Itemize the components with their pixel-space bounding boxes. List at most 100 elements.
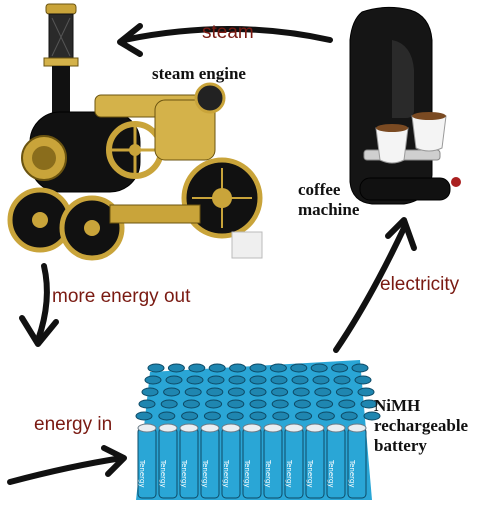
coffee-machine-illustration bbox=[349, 6, 461, 205]
battery-cap bbox=[271, 399, 289, 409]
battery-brand-text: Tenergy bbox=[138, 459, 146, 487]
battery-cap bbox=[229, 363, 247, 373]
battery-cap bbox=[335, 387, 353, 397]
battery-cap bbox=[312, 375, 330, 385]
battery-cap bbox=[249, 363, 267, 373]
more-energy-arrow bbox=[35, 263, 50, 343]
battery-cap bbox=[205, 399, 223, 409]
battery-brand-text: Tenergy bbox=[285, 459, 293, 487]
battery-cap bbox=[207, 375, 225, 385]
battery-cap bbox=[269, 363, 287, 373]
battery-brand-text: Tenergy bbox=[243, 459, 251, 487]
battery-cap bbox=[188, 363, 206, 373]
more-energy-arrow-head bbox=[19, 315, 59, 347]
battery-brand-text: Tenergy bbox=[222, 459, 230, 487]
battery-terminal bbox=[305, 423, 325, 433]
battery-terminal bbox=[200, 423, 220, 433]
battery-pack-illustration: Tenergy Tenergy Tenergy Tenergy Tenergy Tener… bbox=[135, 360, 381, 500]
battery-cap bbox=[270, 375, 288, 385]
battery-cap bbox=[138, 399, 156, 409]
battery-brand-text: Tenergy bbox=[348, 459, 356, 487]
battery-cap bbox=[333, 375, 351, 385]
battery-terminal bbox=[242, 423, 262, 433]
battery-cap bbox=[163, 387, 181, 397]
electricity-label: electricity bbox=[380, 274, 460, 295]
battery-cap bbox=[316, 399, 334, 409]
battery-cap bbox=[291, 375, 309, 385]
more-energy-out-label: more energy out bbox=[52, 286, 191, 307]
battery-cap bbox=[317, 411, 335, 421]
battery-cap bbox=[271, 387, 289, 397]
battery-cap bbox=[228, 375, 246, 385]
battery-cap bbox=[165, 375, 183, 385]
battery-cap bbox=[158, 411, 176, 421]
battery-brand-text: Tenergy bbox=[327, 459, 335, 487]
battery-cap bbox=[141, 387, 159, 397]
battery-cap bbox=[186, 375, 204, 385]
battery-cap bbox=[293, 399, 311, 409]
steam-arrow bbox=[121, 26, 333, 43]
battery-cap bbox=[290, 363, 308, 373]
battery-cap bbox=[249, 375, 267, 385]
battery-cap bbox=[206, 387, 224, 397]
battery-terminal bbox=[347, 423, 367, 433]
coffee-machine-label-line2: machine bbox=[298, 200, 360, 219]
battery-cap bbox=[135, 411, 153, 421]
battery-brand-text: Tenergy bbox=[201, 459, 209, 487]
battery-terminal bbox=[284, 423, 304, 433]
steam-engine-illustration bbox=[7, 3, 263, 261]
battery-cap bbox=[144, 375, 162, 385]
battery-cap bbox=[360, 399, 378, 409]
battery-cap bbox=[331, 363, 349, 373]
steam-arrow-head bbox=[117, 23, 143, 57]
battery-cap bbox=[357, 387, 375, 397]
battery-cap bbox=[295, 411, 313, 421]
battery-brand-text: Tenergy bbox=[306, 459, 314, 487]
battery-terminal bbox=[263, 423, 283, 433]
steam-engine-label: steam engine bbox=[152, 64, 246, 83]
electricity-arrow bbox=[333, 225, 407, 353]
coffee-machine-label-line1: coffee bbox=[298, 180, 341, 199]
battery-cap bbox=[160, 399, 178, 409]
battery-terminal bbox=[179, 423, 199, 433]
battery-cap bbox=[363, 411, 381, 421]
battery-brand-text: Tenergy bbox=[159, 459, 167, 487]
battery-cap bbox=[249, 411, 267, 421]
battery-cap bbox=[249, 399, 267, 409]
battery-cap bbox=[351, 363, 369, 373]
battery-brand-text: Tenergy bbox=[180, 459, 188, 487]
battery-cap bbox=[340, 411, 358, 421]
battery-cap bbox=[292, 387, 310, 397]
energy-in-arrow bbox=[7, 455, 125, 485]
battery-cap bbox=[167, 363, 185, 373]
battery-terminal bbox=[221, 423, 241, 433]
energy-in-label: energy in bbox=[34, 414, 113, 435]
energy-in-arrow-head bbox=[101, 445, 127, 477]
battery-terminal bbox=[137, 423, 157, 433]
battery-label-line1: NiMH bbox=[374, 396, 421, 415]
battery-cap bbox=[208, 363, 226, 373]
battery-label-line3: battery bbox=[374, 436, 427, 455]
battery-terminal bbox=[158, 423, 178, 433]
battery-cap bbox=[182, 399, 200, 409]
battery-cap bbox=[227, 399, 245, 409]
battery-cap bbox=[249, 387, 267, 397]
battery-cap bbox=[184, 387, 202, 397]
battery-cap bbox=[181, 411, 199, 421]
battery-cap bbox=[147, 363, 165, 373]
battery-cap bbox=[226, 411, 244, 421]
battery-cap bbox=[203, 411, 221, 421]
battery-cap bbox=[314, 387, 332, 397]
battery-cap bbox=[272, 411, 290, 421]
steam-label: steam bbox=[202, 22, 254, 43]
battery-cap bbox=[354, 375, 372, 385]
battery-brand-text: Tenergy bbox=[264, 459, 272, 487]
battery-cap bbox=[227, 387, 245, 397]
battery-terminal bbox=[326, 423, 346, 433]
electricity-arrow-head bbox=[385, 217, 417, 251]
battery-cap bbox=[338, 399, 356, 409]
battery-cap bbox=[310, 363, 328, 373]
battery-label-line2: rechargeable bbox=[374, 416, 469, 435]
